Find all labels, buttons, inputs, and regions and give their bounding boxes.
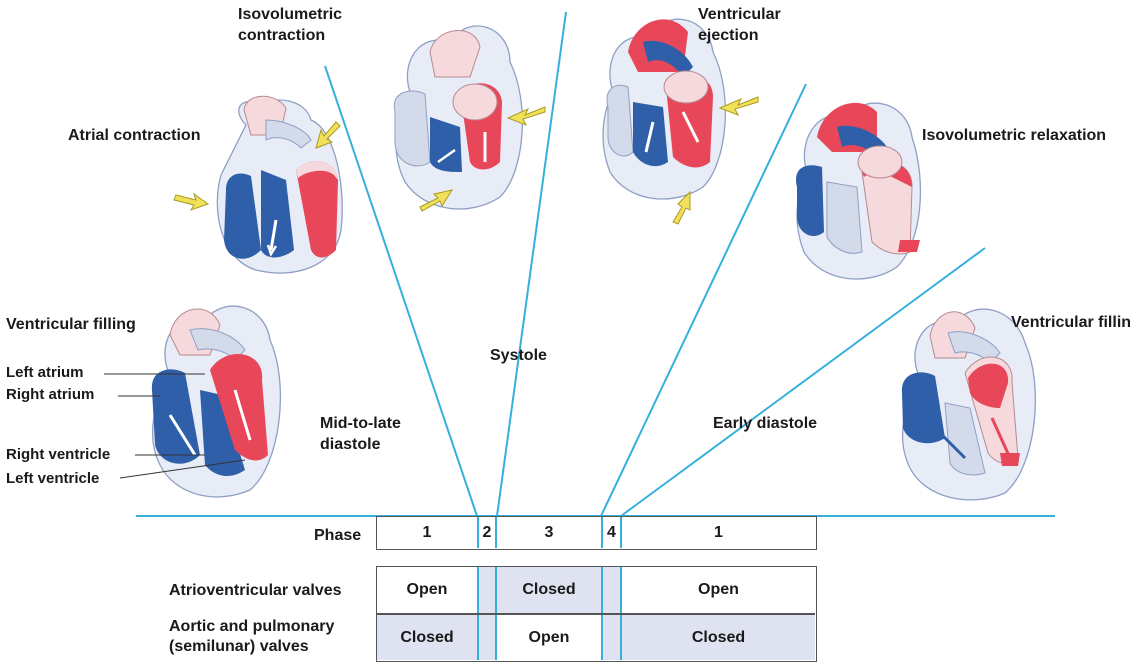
label-ventricular-ejection: Ventricular ejection <box>698 6 781 44</box>
phase-row-label: Phase <box>314 527 362 544</box>
heart-isovolumetric-contraction <box>393 25 546 212</box>
heart-ventricular-filling-labeled <box>151 305 281 498</box>
label-left-atrium: Left atrium <box>6 364 84 381</box>
anatomy-leader-lines <box>104 373 246 479</box>
phase-cell-4: 4 <box>601 517 622 548</box>
label-isovolumetric-contraction: Isovolumetric contraction <box>238 6 343 44</box>
pressure-arrow-icon <box>672 96 759 225</box>
label-mid-to-late-diastole: Mid-to-late diastole <box>320 415 401 453</box>
heart-isovolumetric-relaxation <box>796 102 921 280</box>
phase-row: 1 2 3 4 1 <box>376 516 817 550</box>
phase-cell-1b: 1 <box>714 523 723 541</box>
av-cell-closed: Closed <box>497 567 601 613</box>
av-cell-phase-4 <box>601 567 622 613</box>
pressure-arrow-icon <box>173 121 341 211</box>
phase-cell-2: 2 <box>477 517 497 548</box>
semilunar-valves-label: Aortic and pulmonary (semilunar) valves <box>169 618 335 655</box>
semilunar-cell-closed-1: Closed <box>377 615 477 660</box>
semilunar-cell-open: Open <box>528 628 570 646</box>
pressure-arrow-icon <box>419 106 546 212</box>
label-isovolumetric-relaxation: Isovolumetric relaxation <box>922 127 1107 144</box>
heart-ventricular-ejection <box>602 18 759 225</box>
label-ventricular-filling-right: Ventricular fillin <box>1011 314 1132 331</box>
heart-atrial-contraction <box>173 95 343 274</box>
semilunar-cell-phase-4 <box>601 615 622 660</box>
divider-line-1 <box>324 65 478 517</box>
label-atrial-contraction: Atrial contraction <box>68 127 201 144</box>
divider-line-3 <box>600 83 807 517</box>
av-cell-open-1: Open <box>406 581 448 598</box>
label-systole: Systole <box>490 347 547 364</box>
label-right-ventricle: Right ventricle <box>6 446 111 463</box>
semilunar-cell-closed-2: Closed <box>622 615 815 660</box>
label-left-ventricle: Left ventricle <box>6 470 100 487</box>
heart-ventricular-filling <box>901 308 1036 501</box>
valve-table: Open Closed Open Closed Open Closed <box>376 566 817 662</box>
divider-line-4 <box>620 247 986 517</box>
label-early-diastole: Early diastole <box>713 415 818 432</box>
phase-cell-3: 3 <box>544 523 554 541</box>
av-cell-open-2: Open <box>698 581 739 598</box>
semilunar-cell-phase-2 <box>477 615 497 660</box>
av-valves-label: Atrioventricular valves <box>169 582 342 599</box>
label-right-atrium: Right atrium <box>6 386 95 403</box>
label-ventricular-filling-left: Ventricular filling <box>6 316 136 333</box>
valve-row-divider <box>377 613 815 615</box>
av-cell-phase-2 <box>477 567 497 613</box>
divider-line-2 <box>496 11 567 517</box>
phase-cell-1: 1 <box>422 523 432 541</box>
